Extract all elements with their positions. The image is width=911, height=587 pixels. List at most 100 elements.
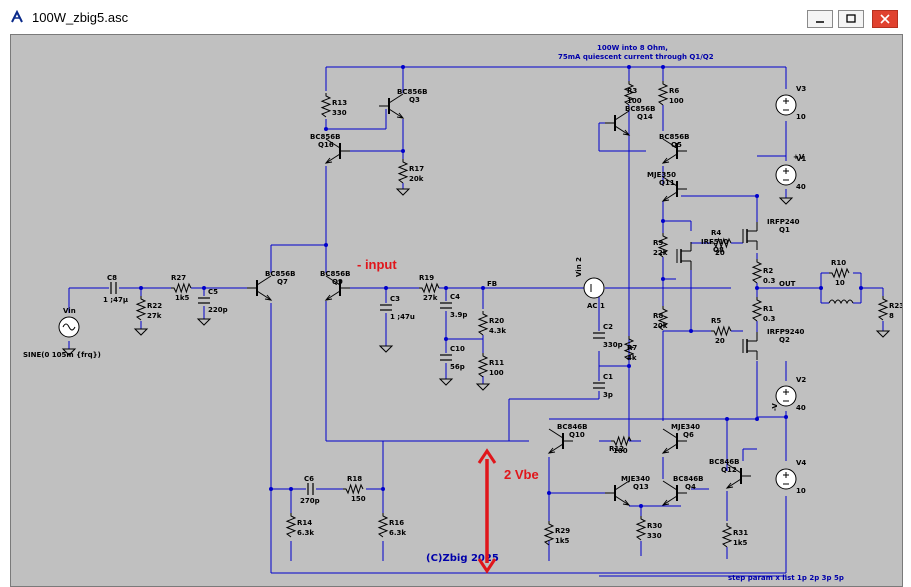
resistor-r22[interactable] xyxy=(135,296,147,321)
transistor-q4[interactable] xyxy=(661,480,687,506)
label-q8-n: Q8 xyxy=(713,246,724,254)
resistor-r14[interactable] xyxy=(285,513,297,538)
voltage-source-v3[interactable] xyxy=(775,94,797,116)
voltage-source-v4[interactable] xyxy=(775,468,797,490)
label-r30-n: R30 xyxy=(647,522,662,530)
transistor-q13[interactable] xyxy=(605,480,631,506)
ground-icon xyxy=(875,330,891,338)
label-q1-n: Q1 xyxy=(779,226,790,234)
resistor-r6[interactable] xyxy=(657,81,669,106)
transistor-q1[interactable] xyxy=(742,222,758,250)
label-r17-v: 20k xyxy=(409,175,424,183)
transistor-q7[interactable] xyxy=(247,275,273,301)
schematic-drawing[interactable]: R13330R1720kR2227kR271k5R1927kR204.3kR11… xyxy=(11,35,903,587)
resistor-r23[interactable] xyxy=(877,296,889,321)
resistor-r7[interactable] xyxy=(623,336,635,361)
resistor-r31[interactable] xyxy=(721,523,733,548)
resistors xyxy=(135,81,889,548)
transistor-q14[interactable] xyxy=(605,110,631,136)
net-label-vplus: +V xyxy=(793,153,805,161)
label-q12-v: BC846B xyxy=(709,458,739,466)
transistor-q11[interactable] xyxy=(661,176,687,202)
label-r2-n: R2 xyxy=(763,267,773,275)
junction-dots xyxy=(139,65,863,508)
ground-icon xyxy=(133,328,149,336)
resistor-r19[interactable] xyxy=(419,282,440,294)
capacitor-c6[interactable] xyxy=(307,483,314,495)
transistor-q16[interactable] xyxy=(324,138,350,164)
resistor-r17[interactable] xyxy=(397,159,409,184)
capacitor-c8[interactable] xyxy=(110,282,117,294)
resistor-r4[interactable] xyxy=(711,237,732,249)
resistor-r27[interactable] xyxy=(171,282,192,294)
label-c2-n: C2 xyxy=(603,323,613,331)
transistor-q6[interactable] xyxy=(661,428,687,454)
label-r13-n: R13 xyxy=(332,99,347,107)
label-q13-v: MJE340 xyxy=(621,475,650,483)
resistor-r8[interactable] xyxy=(657,306,669,331)
capacitor-c10[interactable] xyxy=(440,354,452,361)
ground-icon xyxy=(61,348,77,356)
label-q5-v: BC856B xyxy=(659,133,689,141)
resistor-r9[interactable] xyxy=(657,233,669,258)
label-q9-n: Q9 xyxy=(332,278,343,286)
label-q10-v: BC846B xyxy=(557,423,587,431)
capacitor-c5[interactable] xyxy=(198,297,210,304)
label-r22-n: R22 xyxy=(147,302,162,310)
close-button[interactable] xyxy=(872,10,898,28)
transistor-q10[interactable] xyxy=(547,428,573,454)
label-q3-n: Q3 xyxy=(409,96,420,104)
resistor-r2[interactable] xyxy=(751,259,763,284)
transistor-q2[interactable] xyxy=(742,332,758,360)
label-q16-n: Q16 xyxy=(318,141,334,149)
capacitor-c2[interactable] xyxy=(593,332,605,339)
transistor-q3[interactable] xyxy=(379,93,405,119)
resistor-r30[interactable] xyxy=(635,516,647,541)
transistor-q9[interactable] xyxy=(324,275,350,301)
capacitor-c3[interactable] xyxy=(380,304,392,311)
label-q2-v: IRFP9240 xyxy=(767,328,805,336)
label-v4-n: V4 xyxy=(796,459,806,467)
label-r27-n: R27 xyxy=(171,274,186,282)
capacitor-c1[interactable] xyxy=(593,382,605,389)
maximize-button[interactable] xyxy=(838,10,864,28)
resistor-r13[interactable] xyxy=(320,93,332,118)
resistor-r12[interactable] xyxy=(611,435,632,447)
capacitor-c4[interactable] xyxy=(440,302,452,309)
resistor-r29[interactable] xyxy=(543,521,555,546)
header-text-2: 75mA quiescent current through Q1/Q2 xyxy=(558,53,714,61)
ac-source[interactable] xyxy=(583,277,605,299)
label-c1-n: C1 xyxy=(603,373,613,381)
label-q6-n: Q6 xyxy=(683,431,694,439)
ground-symbols xyxy=(61,188,891,391)
signal-source-vin[interactable] xyxy=(58,316,80,338)
resistor-r3[interactable] xyxy=(623,81,635,106)
resistor-r1[interactable] xyxy=(751,297,763,322)
label-r11-v: 100 xyxy=(489,369,504,377)
label-r13-v: 330 xyxy=(332,109,347,117)
transistor-q5[interactable] xyxy=(661,138,687,164)
vbe-arrow-head-bottom xyxy=(477,558,497,574)
resistor-r18[interactable] xyxy=(343,483,364,495)
minimize-button[interactable] xyxy=(807,10,833,28)
label-r5-v: 20 xyxy=(715,337,725,345)
resistor-r20[interactable] xyxy=(477,311,489,336)
inductor-L1 xyxy=(828,299,854,305)
resistor-r11[interactable] xyxy=(477,353,489,378)
voltage-source-v2[interactable] xyxy=(775,385,797,407)
label-r17-n: R17 xyxy=(409,165,424,173)
transistor-q8[interactable] xyxy=(676,242,692,270)
resistor-r16[interactable] xyxy=(377,513,389,538)
resistor-r10[interactable] xyxy=(829,267,850,279)
resistor-r5[interactable] xyxy=(711,325,732,337)
label-r5-n: R5 xyxy=(711,317,721,325)
voltage-source-v1[interactable] xyxy=(775,164,797,186)
net-label-vin: Vin xyxy=(63,307,76,315)
net-label-fb: FB xyxy=(487,280,497,288)
label-v2-v: 40 xyxy=(796,404,806,412)
title-bar[interactable]: 100W_zbig5.asc xyxy=(0,0,911,34)
transistor-q12[interactable] xyxy=(725,463,751,489)
label-q4-n: Q4 xyxy=(685,483,696,491)
label-c3-n: C3 xyxy=(390,295,400,303)
